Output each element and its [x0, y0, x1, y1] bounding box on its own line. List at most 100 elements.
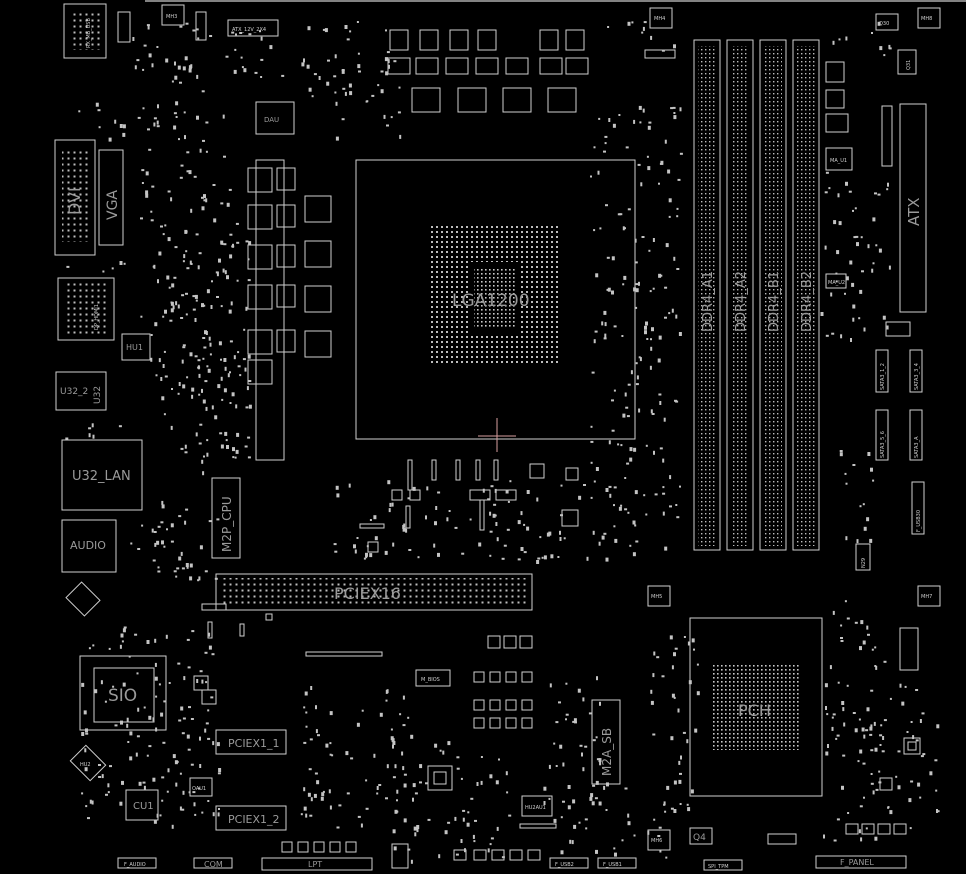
smd-pad — [175, 782, 178, 787]
smd-pad — [178, 515, 182, 518]
smd-pad — [281, 74, 285, 77]
smd-pad — [833, 839, 837, 842]
smd-pad — [560, 816, 563, 819]
smd-pad — [887, 806, 890, 809]
q30-label: Q30 — [879, 21, 889, 27]
smd-pad — [148, 715, 152, 720]
smd-pad — [188, 170, 192, 175]
smd-pad — [168, 286, 171, 289]
smd-pad — [874, 747, 878, 752]
smd-pad — [181, 808, 185, 811]
smd-pad — [178, 382, 181, 386]
smd-pad — [590, 425, 593, 428]
mh3-label: MH3 — [166, 14, 177, 20]
smd-pad — [839, 450, 843, 452]
smd-pad — [696, 691, 700, 696]
hu2-label: HU2 — [80, 762, 91, 768]
smd-pad — [216, 272, 219, 277]
smd-pad — [557, 556, 560, 558]
smd-pad — [152, 777, 156, 782]
smd-pad — [220, 305, 223, 308]
smd-pad — [234, 456, 237, 459]
smd-pad — [207, 709, 210, 712]
dimm-slot-a2: DDR4_A2 — [726, 39, 754, 551]
smd-pad — [186, 638, 190, 641]
smd-pad — [201, 388, 203, 393]
smd-pad — [232, 456, 235, 459]
smd-pad — [582, 767, 585, 772]
smd-pad — [190, 718, 194, 720]
smd-pad — [199, 670, 203, 673]
smd-pad — [310, 686, 313, 690]
smd-pad — [213, 218, 217, 223]
smd-pad — [321, 792, 325, 797]
smd-pad — [414, 832, 417, 837]
smd-pad — [175, 301, 178, 306]
smd-pad — [565, 682, 568, 685]
smd-pad — [303, 706, 306, 709]
smd-pad — [637, 163, 641, 166]
mh4-hole: MH4 — [649, 7, 673, 29]
smd-pad — [599, 227, 602, 230]
smd-pad — [639, 121, 642, 124]
smd-pad — [915, 689, 919, 691]
smd-pad — [590, 461, 593, 464]
smd-pad — [202, 399, 206, 404]
smd-pad — [673, 112, 676, 114]
sata-5-6-label: SATA3_5_6 — [880, 431, 886, 458]
smd-pad — [191, 387, 195, 392]
smd-pad — [627, 511, 630, 514]
smd-pad — [145, 171, 149, 176]
smd-pad — [185, 22, 189, 25]
smd-pad — [591, 371, 595, 374]
smd-pad — [493, 503, 497, 506]
smd-pad — [159, 814, 162, 817]
smd-pad — [354, 549, 357, 554]
smd-pad — [873, 721, 876, 726]
pcie-x1-slot-2: PCIEX1_2 — [215, 805, 287, 831]
smd-pad — [307, 792, 311, 797]
smd-pad — [181, 567, 185, 570]
smd-pad — [189, 563, 193, 568]
smd-pad — [490, 837, 494, 840]
smd-pad — [838, 38, 841, 41]
smd-pad — [348, 483, 351, 488]
spi-tpm-label: SPI_TPM — [708, 864, 729, 870]
smd-pad — [495, 522, 498, 526]
smd-pad — [635, 383, 639, 386]
smd-pad — [601, 321, 604, 326]
smd-pad — [489, 843, 492, 846]
smd-pad — [155, 374, 158, 377]
smd-pad — [143, 706, 146, 709]
smd-pad — [607, 26, 610, 28]
smd-pad — [858, 317, 861, 320]
smd-pad — [174, 246, 178, 249]
smd-pad — [618, 506, 622, 511]
smd-pad — [480, 780, 483, 785]
smd-pad — [550, 554, 554, 559]
smd-pad — [179, 176, 183, 179]
smd-pad — [620, 504, 623, 507]
smd-pad — [334, 91, 337, 94]
smd-pad — [146, 754, 149, 757]
smd-pad — [153, 122, 156, 127]
smd-pad — [394, 764, 397, 769]
smd-pad — [490, 485, 494, 488]
smd-pad — [870, 773, 873, 775]
smd-pad — [184, 56, 188, 61]
smd-pad — [105, 793, 108, 796]
smd-pad — [687, 641, 690, 646]
smd-pad — [606, 256, 610, 259]
smd-pad — [357, 815, 361, 818]
smd-pad — [590, 793, 594, 798]
smd-pad — [220, 444, 224, 449]
smd-pad — [383, 114, 386, 119]
smd-pad — [174, 75, 178, 80]
smd-pad — [98, 126, 101, 129]
smd-pad — [824, 683, 828, 688]
usb-rear-header: RX_MB_USB — [63, 3, 107, 59]
smd-pad — [180, 706, 184, 711]
smd-pad — [835, 280, 838, 283]
smd-pad — [180, 164, 184, 167]
smd-pad — [158, 358, 161, 363]
